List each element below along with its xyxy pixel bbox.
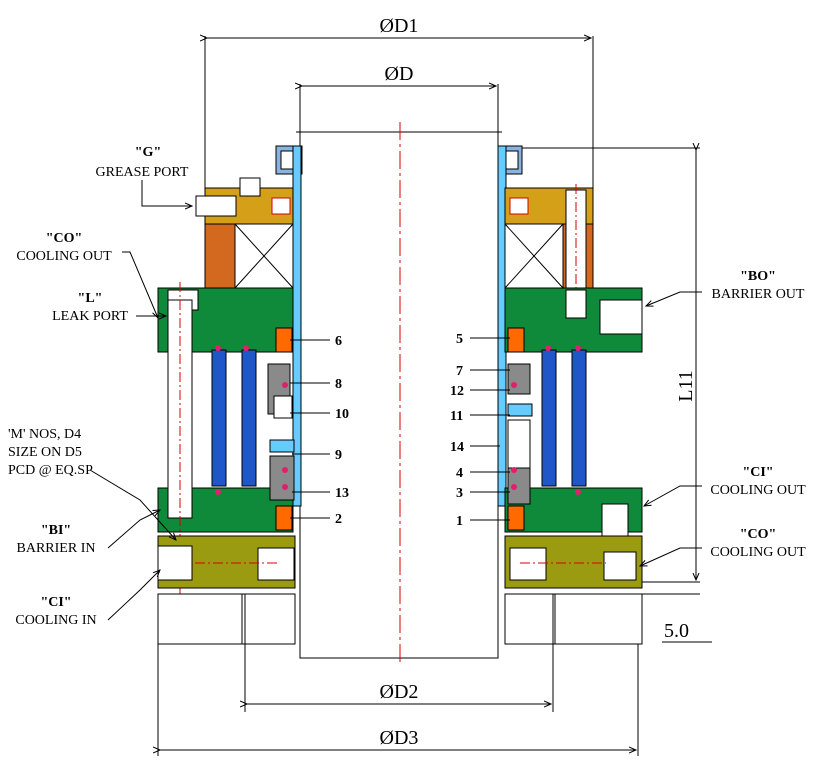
o-ring xyxy=(575,345,581,351)
part-number-2: 2 xyxy=(335,512,342,527)
callout-l-sub: LEAK PORT xyxy=(52,309,128,324)
part-number-9: 9 xyxy=(335,448,342,463)
o-ring xyxy=(575,489,581,495)
spring-left-1 xyxy=(211,349,227,487)
callout-bo-title: "BO" xyxy=(740,269,776,284)
part-number-14: 14 xyxy=(450,440,464,455)
part-number-10: 10 xyxy=(335,407,349,422)
dimension-lines xyxy=(158,36,712,756)
seal-face-1 xyxy=(507,505,525,531)
callout-ci-left-sub: COOLING IN xyxy=(15,613,96,628)
spring-right-2 xyxy=(571,349,587,487)
o-ring xyxy=(511,467,517,473)
callout-co-right-sub: COOLING OUT xyxy=(710,545,806,560)
part-number-13: 13 xyxy=(335,486,349,501)
dim-d3: ØD3 xyxy=(380,727,419,749)
o-ring xyxy=(215,489,221,495)
spring-14 xyxy=(507,419,531,469)
part-number-12: 12 xyxy=(450,384,464,399)
seal-ring-11 xyxy=(507,403,533,417)
o-ring xyxy=(511,484,517,490)
callout-g-title: "G" xyxy=(135,145,161,160)
seal-ring-13 xyxy=(269,455,295,501)
spring-right-1 xyxy=(541,349,557,487)
part-number-6: 6 xyxy=(335,334,342,349)
callout-leaders xyxy=(89,180,702,621)
seal-face-6 xyxy=(275,327,293,353)
part-leaders xyxy=(290,337,510,521)
callout-co-left-title: "CO" xyxy=(46,231,83,246)
part-number-3: 3 xyxy=(456,486,463,501)
spring-left-2 xyxy=(241,349,257,487)
part-number-1: 1 xyxy=(456,514,463,529)
part-number-5: 5 xyxy=(456,332,463,347)
callout-bo-sub: BARRIER OUT xyxy=(712,287,805,302)
part-number-11: 11 xyxy=(450,409,463,424)
o-ring xyxy=(243,345,249,351)
bearing-carrier-left xyxy=(204,223,236,289)
o-ring xyxy=(282,467,288,473)
grease-port-left xyxy=(195,195,237,217)
o-ring xyxy=(215,345,221,351)
barrier-out-port xyxy=(599,299,643,335)
seal-face-2 xyxy=(275,505,293,531)
callout-l-title: "L" xyxy=(78,291,103,306)
part-number-7: 7 xyxy=(456,364,463,379)
o-ring xyxy=(545,345,551,351)
dim-d2: ØD2 xyxy=(380,681,419,703)
callout-ci-right-sub: COOLING OUT xyxy=(710,483,806,498)
seal-face-5 xyxy=(507,327,525,353)
callout-ci-left-title: "CI" xyxy=(40,595,71,610)
callout-co-right-title: "CO" xyxy=(740,527,777,542)
left-seal-half xyxy=(157,145,303,645)
callout-bi-title: "BI" xyxy=(41,523,71,538)
callout-bi-sub: BARRIER IN xyxy=(17,541,96,556)
dim-gap: 5.0 xyxy=(664,620,689,642)
note-m-line1: 'M' NOS, D4 xyxy=(8,427,81,442)
o-ring xyxy=(511,382,517,388)
part-number-4: 4 xyxy=(456,466,463,481)
seal-ring-9 xyxy=(269,439,295,453)
o-ring xyxy=(282,484,288,490)
right-seal-half xyxy=(497,145,643,645)
note-m-line3: PCD @ EQ.SP xyxy=(8,463,93,478)
base-plate-right xyxy=(504,593,643,645)
dim-l11: L11 xyxy=(675,370,697,401)
shaft xyxy=(296,122,502,665)
o-ring xyxy=(282,382,288,388)
base-plate-left xyxy=(157,593,296,645)
callout-co-left-sub: COOLING OUT xyxy=(16,249,112,264)
note-m-line2: SIZE ON D5 xyxy=(8,445,82,460)
callout-g-sub: GREASE PORT xyxy=(96,165,189,180)
part-number-8: 8 xyxy=(335,377,342,392)
seal-ring-3 xyxy=(507,467,531,505)
dim-d: ØD xyxy=(385,63,414,85)
callout-ci-right-title: "CI" xyxy=(742,465,773,480)
seal-ring-7 xyxy=(507,363,531,395)
dim-d1: ØD1 xyxy=(380,15,419,37)
